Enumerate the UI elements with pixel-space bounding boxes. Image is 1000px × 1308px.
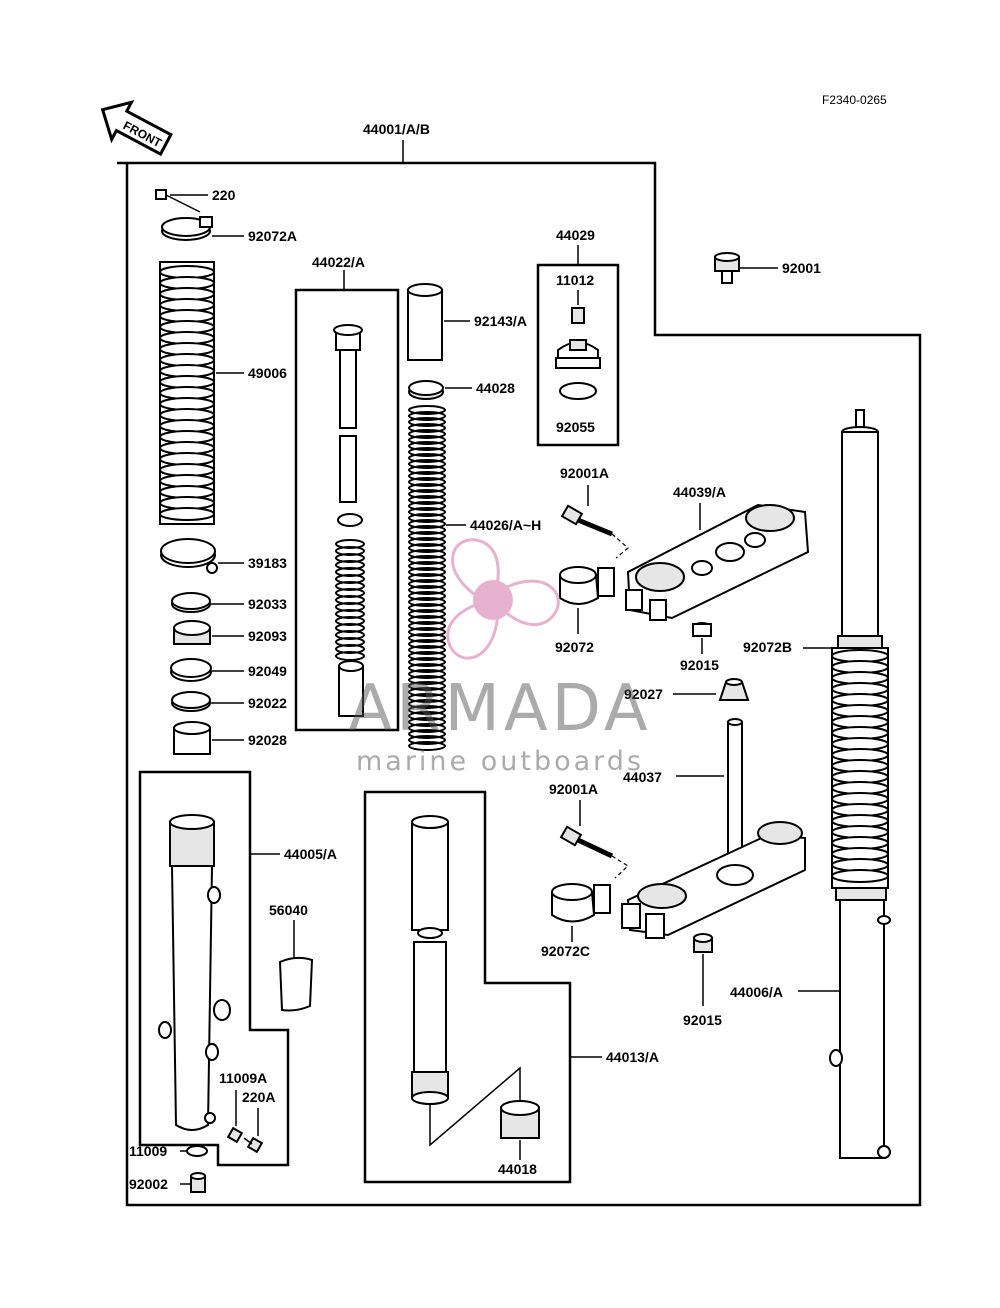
seal-92093 bbox=[173, 620, 211, 645]
label-44001: 44001/A/B bbox=[363, 121, 430, 137]
label-11009: 11009 bbox=[129, 1143, 167, 1159]
label-44039: 44039/A bbox=[673, 484, 726, 500]
label-92015-top: 92015 bbox=[680, 657, 719, 673]
watermark-tagline: marine outboards bbox=[356, 746, 644, 777]
label-92072C: 92072C bbox=[541, 943, 590, 959]
label-92001: 92001 bbox=[782, 260, 821, 276]
label-11009A: 11009A bbox=[219, 1070, 267, 1086]
label-92002: 92002 bbox=[129, 1176, 168, 1192]
clamp-92072 bbox=[559, 566, 615, 605]
screw-220 bbox=[155, 189, 201, 213]
inner-tube-44013 bbox=[411, 815, 449, 1105]
label-92072: 92072 bbox=[555, 639, 594, 655]
fork-leg-44006 bbox=[829, 409, 891, 1159]
valve-11012 bbox=[571, 307, 585, 324]
label-220: 220 bbox=[212, 187, 236, 203]
front-arrow-icon: FRONT bbox=[100, 100, 173, 157]
label-92093: 92093 bbox=[248, 628, 287, 644]
label-44037: 44037 bbox=[623, 769, 662, 785]
upper-triple-clamp-44039 bbox=[625, 503, 810, 621]
washer-92049 bbox=[170, 658, 212, 682]
box-44005 bbox=[138, 770, 290, 1167]
label-92143: 92143/A bbox=[474, 313, 527, 329]
clamp-39183 bbox=[160, 538, 218, 574]
label-44013: 44013/A bbox=[606, 1049, 659, 1065]
propeller-logo-icon bbox=[446, 538, 560, 660]
label-44006: 44006/A bbox=[730, 984, 783, 1000]
label-92027: 92027 bbox=[624, 686, 663, 702]
label-39183: 39183 bbox=[248, 555, 287, 571]
diagram-code: F2340-0265 bbox=[822, 93, 887, 107]
label-92072A: 92072A bbox=[248, 228, 297, 244]
watermark-brand: ARMADA bbox=[348, 672, 651, 746]
screw-220A bbox=[243, 1136, 264, 1154]
ring-92022 bbox=[171, 691, 211, 712]
label-92028: 92028 bbox=[248, 732, 287, 748]
box-44013 bbox=[363, 790, 572, 1184]
label-44026: 44026/A~H bbox=[470, 517, 541, 533]
bolt-92001 bbox=[714, 252, 740, 284]
clamp-92072A bbox=[161, 216, 213, 241]
o-ring-92055 bbox=[559, 382, 597, 400]
fork-boot-49006 bbox=[159, 261, 215, 525]
label-92001A-bot: 92001A bbox=[549, 781, 598, 797]
label-92055: 92055 bbox=[556, 419, 595, 435]
box-44022 bbox=[294, 288, 400, 732]
label-44005: 44005/A bbox=[284, 846, 337, 862]
bolt-92002 bbox=[190, 1172, 206, 1193]
label-44018: 44018 bbox=[498, 1161, 537, 1177]
label-92015-bot: 92015 bbox=[683, 1012, 722, 1028]
washer-11009A bbox=[226, 1126, 244, 1144]
clamp-92072C bbox=[551, 883, 611, 923]
decal-56040 bbox=[278, 956, 314, 1012]
steering-stem-44037 bbox=[621, 718, 806, 939]
label-92049: 92049 bbox=[248, 663, 287, 679]
label-11012: 11012 bbox=[556, 272, 594, 288]
label-56040: 56040 bbox=[269, 902, 308, 918]
bushing-92028 bbox=[173, 721, 211, 755]
label-220A: 220A bbox=[242, 1089, 275, 1105]
washer-11009 bbox=[186, 1145, 208, 1157]
ring-92033 bbox=[171, 592, 211, 613]
dust-seal-92027 bbox=[718, 678, 750, 701]
bushing-44018 bbox=[500, 1100, 540, 1139]
fork-spring-44026 bbox=[408, 405, 446, 751]
bolt-92001A-bot bbox=[559, 825, 614, 859]
seat-44028 bbox=[408, 380, 444, 400]
label-92033: 92033 bbox=[248, 596, 287, 612]
label-49006: 49006 bbox=[248, 365, 287, 381]
fork-cap-icon bbox=[555, 339, 601, 369]
label-44028: 44028 bbox=[476, 380, 515, 396]
watermark: ARMADA marine outboards bbox=[348, 538, 651, 777]
label-92001A-top: 92001A bbox=[560, 465, 609, 481]
label-44029: 44029 bbox=[556, 227, 595, 243]
nut-92015-bot bbox=[693, 933, 713, 953]
bolt-92001A-top bbox=[560, 504, 613, 537]
assembly-boundary bbox=[117, 161, 922, 1207]
label-44022: 44022/A bbox=[312, 254, 365, 270]
nut-92015-top bbox=[692, 622, 712, 637]
label-92072B: 92072B bbox=[743, 639, 792, 655]
label-92022: 92022 bbox=[248, 695, 287, 711]
spacer-92143 bbox=[407, 283, 443, 361]
damper-rod-44022 bbox=[333, 324, 365, 717]
outer-tube-44005 bbox=[158, 814, 231, 1131]
